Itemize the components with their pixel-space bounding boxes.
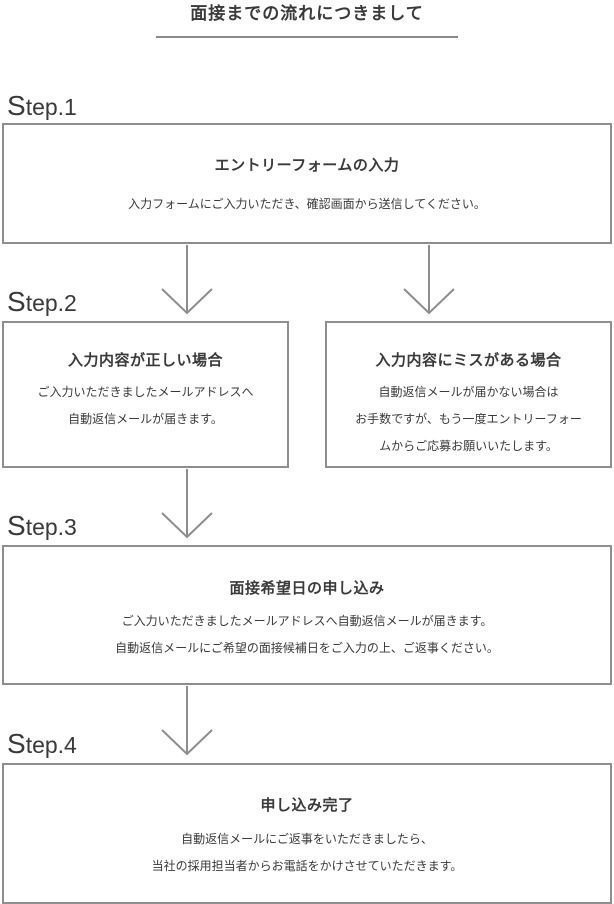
step-2-correct-text: ご入力いただきましたメールアドレスへ 自動返信メールが届きます。 <box>37 385 254 426</box>
arrow-down-icon <box>161 245 213 315</box>
arrow-down-icon <box>161 686 213 756</box>
step-2-correct-box: 入力内容が正しい場合 ご入力いただきましたメールアドレスへ 自動返信メールが届き… <box>2 321 289 468</box>
step-2-mistake-text: 自動返信メールが届かない場合は お手数ですが、もう一度エントリーフォー ムからご… <box>355 385 582 453</box>
arrow-down-icon <box>161 469 213 539</box>
step-1-title: エントリーフォームの入力 <box>214 156 400 174</box>
page-heading: 面接までの流れにつきまして <box>156 0 458 38</box>
step-2-correct-title: 入力内容が正しい場合 <box>67 351 223 369</box>
step-1-label: Step.1 <box>7 90 77 121</box>
step-3-box: 面接希望日の申し込み ご入力いただきましたメールアドレスへ自動返信メールが届きま… <box>2 545 612 685</box>
step-3-label: Step.3 <box>7 510 77 541</box>
step-4-text: 自動返信メールにご返事をいただきましたら、 当社の採用担当者からお電話をかけさせ… <box>151 832 463 873</box>
step-4-box: 申し込み完了 自動返信メールにご返事をいただきましたら、 当社の採用担当者からお… <box>2 763 612 904</box>
step-2-mistake-box: 入力内容にミスがある場合 自動返信メールが届かない場合は お手数ですが、もう一度… <box>325 321 612 468</box>
arrow-down-icon <box>403 245 455 315</box>
step-1-box: エントリーフォームの入力 入力フォームにご入力いただき、確認画面から送信してくだ… <box>2 123 612 244</box>
step-4-label: Step.4 <box>7 728 77 759</box>
step-4-title: 申し込み完了 <box>260 796 354 814</box>
step-3-title: 面接希望日の申し込み <box>229 579 385 597</box>
step-2-mistake-title: 入力内容にミスがある場合 <box>375 351 562 369</box>
step-3-text: ご入力いただきましたメールアドレスへ自動返信メールが届きます。 自動返信メールに… <box>115 614 499 655</box>
step-2-label: Step.2 <box>7 286 77 317</box>
step-1-text: 入力フォームにご入力いただき、確認画面から送信してください。 <box>128 197 486 211</box>
